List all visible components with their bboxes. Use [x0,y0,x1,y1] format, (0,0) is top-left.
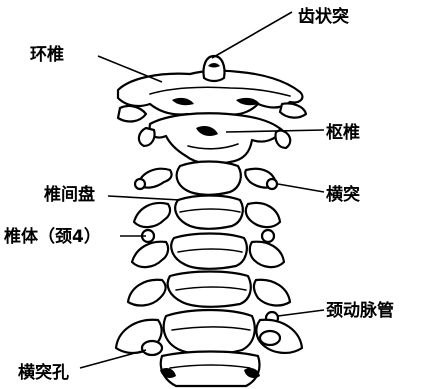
leader-carotid-canal [278,310,324,316]
leader-atlas [98,56,162,82]
cervical-vertebra-3 [135,162,277,195]
leader-intervertebral-disc [108,196,180,200]
label-transverse-process: 横突 [326,184,360,205]
leader-transverse-process [278,184,324,192]
dens-process [203,56,224,81]
leader-dens [212,12,292,58]
label-atlas: 环椎 [30,44,64,65]
label-carotid-canal: 颈动脉管 [326,300,394,321]
label-axis: 枢椎 [326,122,360,143]
cervical-vertebra-5 [132,234,284,269]
thoracic-base [160,352,260,387]
label-vertebral-body: 椎体（颈4） [3,226,101,247]
label-dens: 齿状突 [298,6,349,27]
axis-vertebra [139,113,290,164]
label-transverse-foramen: 横突孔 [18,362,69,383]
label-intervertebral-disc: 椎间盘 [43,184,95,205]
leader-transverse-foramen [80,350,146,368]
